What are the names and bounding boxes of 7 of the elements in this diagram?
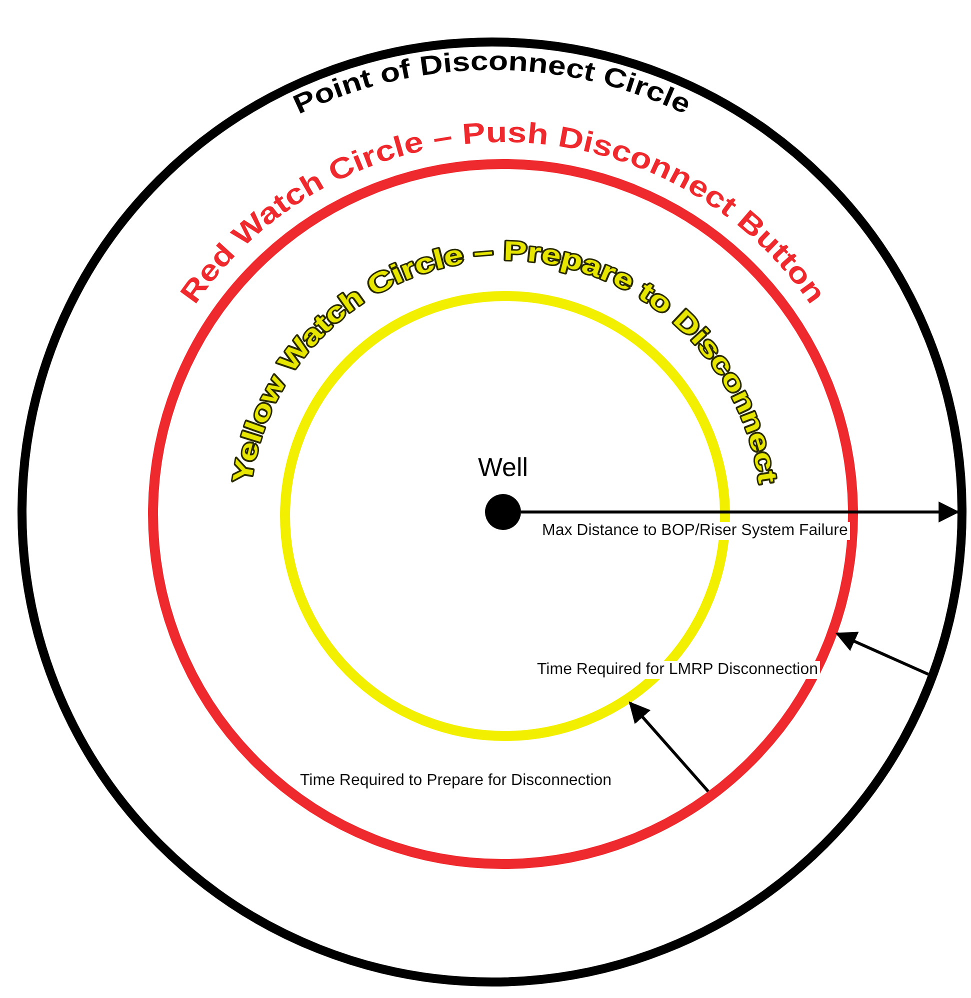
arrow xyxy=(835,632,929,676)
well-label: Well xyxy=(476,452,530,483)
arrow xyxy=(628,701,710,792)
circle-title: Point of Disconnect Circle xyxy=(288,46,693,120)
arrow xyxy=(521,502,960,522)
edge-label: Time Required for LMRP Disconnection xyxy=(535,661,820,679)
edge-label: Max Distance to BOP/Riser System Failure xyxy=(540,522,850,540)
